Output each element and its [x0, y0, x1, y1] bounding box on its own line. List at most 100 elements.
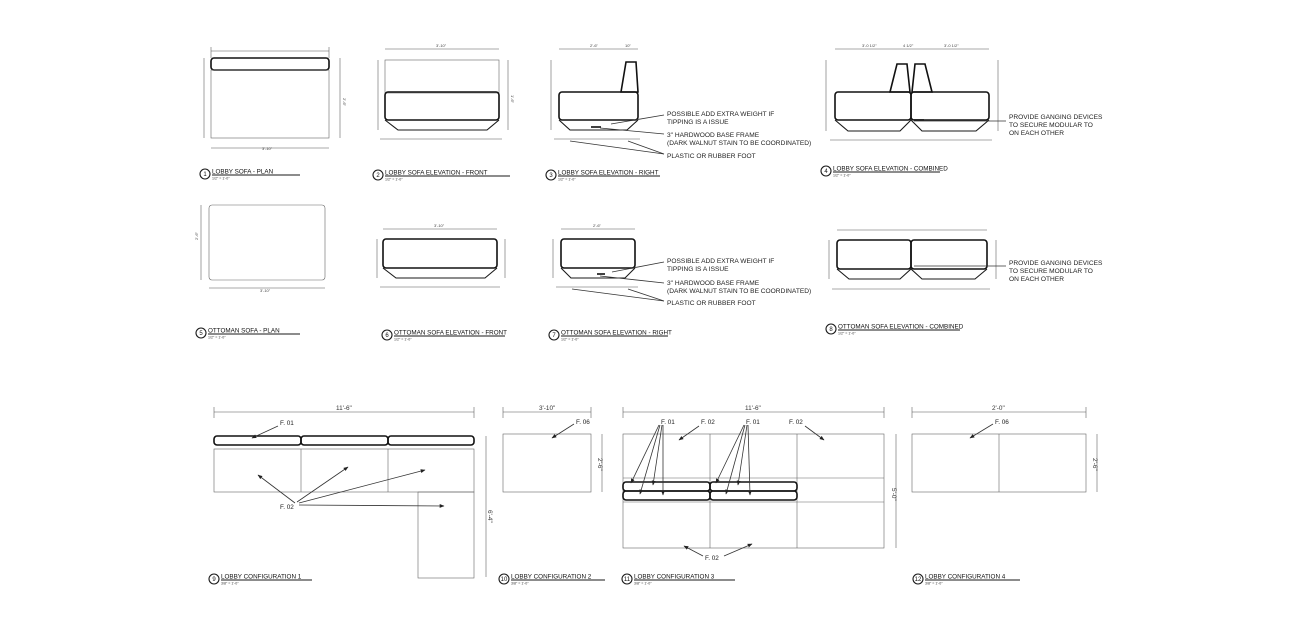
- title-circle-5: [195, 327, 207, 339]
- title-text-1: LOBBY SOFA - PLAN: [212, 169, 274, 176]
- label-f02-config3c: F. 02: [705, 555, 719, 562]
- title-number-4: 4: [824, 169, 828, 175]
- title-text-12: LOBBY CONFIGURATION 4: [925, 574, 1006, 581]
- label-f01-config1: F. 01: [280, 420, 294, 427]
- title-text-2: LOBBY SOFA ELEVATION - FRONT: [385, 170, 488, 177]
- note-weight-line2: TIPPING IS A ISSUE: [667, 119, 729, 126]
- title-scale-11: 3/8" = 1'-0": [634, 582, 652, 586]
- note-weight2-line2: TIPPING IS A ISSUE: [667, 266, 729, 273]
- title-circle-10: [498, 573, 510, 585]
- note-ganging-1-line2: TO SECURE MODULAR TO: [1009, 122, 1093, 129]
- title-scale-4: 1/2" = 1'-0": [833, 174, 851, 178]
- lobby-sofa-plan: 3'-10" 2'-6": [203, 47, 347, 151]
- dim-config3-width: 11'-6": [745, 405, 761, 412]
- dim-ottoman-width: 3'-10": [260, 288, 271, 293]
- dim-sofa-width: 3'-10": [262, 146, 273, 151]
- title-text-3: LOBBY SOFA ELEVATION - RIGHT: [558, 170, 659, 177]
- title-text-6: OTTOMAN SOFA ELEVATION - FRONT: [394, 330, 507, 337]
- dim-front-height: 1'-6": [510, 95, 515, 104]
- title-scale-2: 1/2" = 1'-0": [385, 178, 403, 182]
- title-circle-8: [825, 323, 837, 335]
- lobby-sofa-elevation-front: 3'-10" 1'-6": [377, 43, 515, 140]
- title-number-2: 2: [376, 173, 380, 179]
- ottoman-sofa-plan: 3'-10" 2'-6": [194, 204, 326, 293]
- dim-sofa-depth: 2'-6": [342, 98, 347, 107]
- dim-ottoman-front-width: 3'-10": [434, 223, 445, 228]
- label-f02-config3a: F. 02: [701, 419, 715, 426]
- note-ganging-1-line3: ON EACH OTHER: [1009, 130, 1064, 137]
- title-circle-12: [912, 573, 924, 585]
- sofa-seat-outline: [210, 69, 330, 139]
- title-scale-9: 3/8" = 1'-0": [221, 582, 239, 586]
- lobby-configuration-2: 3'-10" 2'-6" F. 06: [502, 405, 603, 493]
- title-scale-10: 3/8" = 1'-0": [511, 582, 529, 586]
- dim-ottoman-right: 2'-6": [593, 223, 602, 228]
- title-scale-12: 3/8" = 1'-0": [925, 582, 943, 586]
- ottoman-sofa-elevation-front: 3'-10": [376, 223, 506, 288]
- note-frame2-line2: (DARK WALNUT STAIN TO BE COORDINATED): [667, 288, 811, 295]
- label-f06-config2: F. 06: [576, 419, 590, 426]
- label-f01-config3b: F. 01: [746, 419, 760, 426]
- note-frame-line1: 3" HARDWOOD BASE FRAME: [667, 132, 760, 139]
- title-circle-6: [381, 329, 393, 341]
- title-scale-3: 1/2" = 1'-0": [558, 178, 576, 182]
- sofa-seat-front: [384, 91, 500, 121]
- drawing-titles: 1 LOBBY SOFA - PLAN 1/2" = 1'-0" 2 LOBBY SOF…: [195, 165, 1020, 586]
- dim-config4-depth: 2'-6": [1091, 458, 1098, 471]
- title-number-8: 8: [829, 327, 833, 333]
- base-side: [558, 119, 639, 131]
- dim-combined-a: 3'-0 1/2": [862, 43, 877, 48]
- title-scale-5: 1/2" = 1'-0": [208, 336, 226, 340]
- dim-right-depth: 2'-6": [590, 43, 599, 48]
- label-f02-config3b: F. 02: [789, 419, 803, 426]
- dim-right-back: 10": [625, 43, 631, 48]
- title-number-3: 3: [549, 173, 553, 179]
- title-text-8: OTTOMAN SOFA ELEVATION - COMBINED: [838, 324, 964, 331]
- ottoman-sofa-elevation-right: 2'-6" POSSIBLE ADD EXTRA WEIGHT IF TIPPI…: [552, 223, 811, 307]
- seat-side: [558, 91, 639, 121]
- title-number-1: 1: [203, 172, 207, 178]
- title-number-12: 12: [915, 577, 922, 583]
- dim-config1-depth: 6'-4": [486, 510, 493, 523]
- note-ganging-2-line2: TO SECURE MODULAR TO: [1009, 268, 1093, 275]
- sofa-base-frame: [384, 119, 500, 131]
- note-ganging-2-line3: ON EACH OTHER: [1009, 276, 1064, 283]
- dim-config4-width: 2'-0": [992, 405, 1005, 412]
- title-circle-4: [820, 165, 832, 177]
- label-f01-config3a: F. 01: [661, 419, 675, 426]
- dim-front-width: 3'-10": [436, 43, 447, 48]
- dim-config2-width: 3'-10": [539, 405, 555, 412]
- title-text-7: OTTOMAN SOFA ELEVATION - RIGHT: [561, 330, 672, 337]
- note-frame-line2: (DARK WALNUT STAIN TO BE COORDINATED): [667, 140, 811, 147]
- note-foot2: PLASTIC OR RUBBER FOOT: [667, 300, 756, 307]
- title-text-11: LOBBY CONFIGURATION 3: [634, 574, 715, 581]
- title-number-7: 7: [552, 333, 556, 339]
- dim-combined-c: 3'-0 1/2": [944, 43, 959, 48]
- title-scale-8: 1/2" = 1'-0": [838, 332, 856, 336]
- title-number-11: 11: [624, 577, 631, 583]
- title-circle-1: [199, 168, 211, 180]
- lobby-sofa-elevation-right: 2'-6" 10" POSSIBLE ADD EXTRA WEIGHT IF T…: [550, 43, 811, 160]
- title-number-5: 5: [199, 331, 203, 337]
- title-number-10: 10: [501, 577, 508, 583]
- sofa-back-outline: [384, 59, 500, 94]
- title-number-6: 6: [385, 333, 389, 339]
- dim-ottoman-depth: 2'-6": [194, 231, 199, 240]
- ottoman-plan-outline: [208, 204, 326, 281]
- title-scale-6: 1/2" = 1'-0": [394, 338, 412, 342]
- title-circle-2: [372, 169, 384, 181]
- note-weight2-line1: POSSIBLE ADD EXTRA WEIGHT IF: [667, 258, 774, 265]
- ottoman-sofa-elevation-combined: PROVIDE GANGING DEVICES TO SECURE MODULA…: [828, 229, 1103, 290]
- dim-config3-depth: 5'-0": [890, 488, 897, 501]
